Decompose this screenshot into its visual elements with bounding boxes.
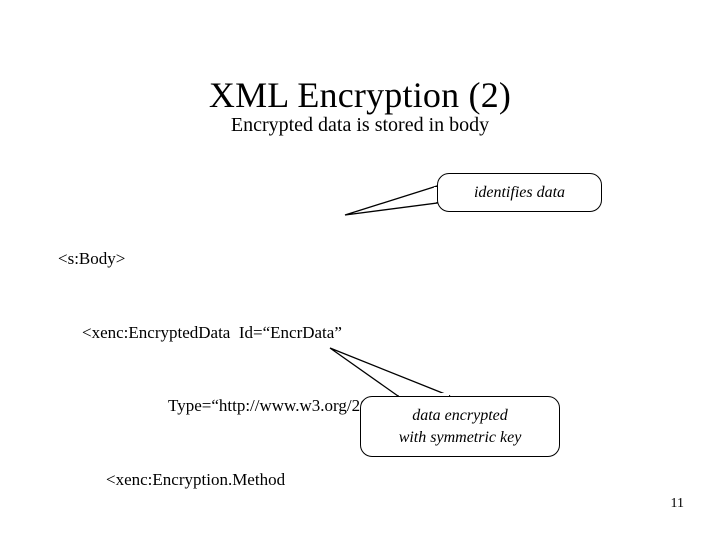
callout-identifies-data: identifies data (437, 173, 602, 212)
callout-identifies-label: identifies data (473, 183, 566, 201)
slide-subtitle: Encrypted data is stored in body (230, 114, 490, 136)
callout-data-encrypted: data encrypted with symmetric key (360, 396, 560, 457)
callout-encrypted-line1: data encrypted (412, 406, 508, 424)
page-number: 11 (670, 496, 684, 511)
callout-encrypted-line2: with symmetric key (398, 428, 522, 446)
code-line: <xenc:EncryptedData Id=“EncrData” (82, 322, 342, 342)
code-line: <s:Body> (58, 249, 126, 268)
code-line: <xenc:Encryption.Method (106, 469, 286, 489)
page-title: XML Encryption (2) (208, 75, 512, 116)
callout-encrypted-label: data encrypted with symmetric key (393, 405, 528, 449)
xml-code-block: <s:Body> <xenc:EncryptedData Id=“EncrDat… (58, 198, 668, 540)
